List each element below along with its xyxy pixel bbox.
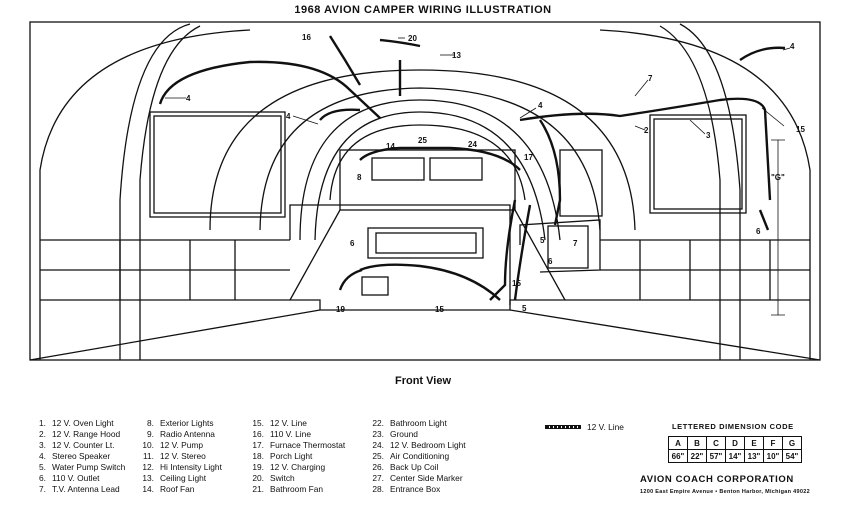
legend-item: 28.Entrance Box bbox=[372, 484, 441, 494]
legend-column-2: 8.Exterior Lights 9.Radio Antenna 10.12 … bbox=[140, 418, 222, 495]
legend-item: 16.110 V. Line bbox=[252, 429, 311, 439]
callout-20: 20 bbox=[408, 34, 417, 43]
callout-4-mid-left: 4 bbox=[286, 112, 291, 121]
callout-17: 17 bbox=[524, 153, 533, 162]
legend-column-3: 15.12 V. Line 16.110 V. Line 17.Furnace … bbox=[250, 418, 345, 495]
callout-2: 2 bbox=[644, 126, 649, 135]
legend-item: 10.12 V. Pump bbox=[142, 440, 203, 450]
line-key-label: 12 V. Line bbox=[587, 422, 624, 432]
callout-15-mid: 15 bbox=[512, 279, 521, 288]
dimension-value: 13" bbox=[744, 449, 764, 463]
leader-lines bbox=[165, 37, 791, 135]
legend-item: 8.Exterior Lights bbox=[147, 418, 214, 428]
dimension-letter: F bbox=[763, 436, 783, 450]
legend-item: 27.Center Side Marker bbox=[372, 473, 463, 483]
legend-item: 15.12 V. Line bbox=[252, 418, 307, 428]
legend-item: 21.Bathroom Fan bbox=[252, 484, 324, 494]
dimension-value: 10" bbox=[763, 449, 783, 463]
dimension-value: 57" bbox=[706, 449, 726, 463]
dimension-value: 22" bbox=[687, 449, 707, 463]
legend-item: 9.Radio Antenna bbox=[147, 429, 215, 439]
legend-item: 17.Furnace Thermostat bbox=[252, 440, 346, 450]
dimension-value: 14" bbox=[725, 449, 745, 463]
legend-item: 6.110 V. Outlet bbox=[39, 473, 100, 483]
dimension-letter: G bbox=[782, 436, 802, 450]
callout-6-left: 6 bbox=[350, 239, 355, 248]
legend-column-1: 1.12 V. Oven Light 2.12 V. Range Hood 3.… bbox=[32, 418, 125, 495]
dimension-letter: D bbox=[725, 436, 745, 450]
dimension-g-line bbox=[771, 139, 785, 316]
legend-item: 24.12 V. Bedroom Light bbox=[372, 440, 466, 450]
callout-13: 13 bbox=[452, 51, 461, 60]
callout-5-upper: 5 bbox=[540, 236, 545, 245]
callout-15-floor: 15 bbox=[435, 305, 444, 314]
legend-item: 26.Back Up Coil bbox=[372, 462, 439, 472]
dimension-letter: C bbox=[706, 436, 726, 450]
legend-item: 11.12 V. Stereo bbox=[142, 451, 206, 461]
callout-4-left: 4 bbox=[186, 94, 191, 103]
legend-item: 13.Ceiling Light bbox=[142, 473, 207, 483]
callout-14: 14 bbox=[386, 142, 395, 151]
line-key-swatch bbox=[545, 425, 581, 429]
callout-7-bottom: 7 bbox=[573, 239, 578, 248]
company-address: 1200 East Empire Avenue • Benton Harbor,… bbox=[640, 489, 810, 495]
dimension-g-label: "G" bbox=[771, 173, 785, 182]
dimension-letter: E bbox=[744, 436, 764, 450]
legend-item: 12.Hi Intensity Light bbox=[142, 462, 222, 472]
callout-16: 16 bbox=[302, 33, 311, 42]
legend-item: 2.12 V. Range Hood bbox=[39, 429, 121, 439]
callout-24: 24 bbox=[468, 140, 477, 149]
legend-column-4: 22.Bathroom Light 23.Ground 24.12 V. Bed… bbox=[370, 418, 466, 495]
legend-item: 19.12 V. Charging bbox=[252, 462, 326, 472]
legend-item: 5.Water Pump Switch bbox=[39, 462, 126, 472]
legend-item: 7.T.V. Antenna Lead bbox=[39, 484, 120, 494]
dimension-letter: B bbox=[687, 436, 707, 450]
legend-item: 3.12 V. Counter Lt. bbox=[39, 440, 115, 450]
view-label: Front View bbox=[394, 375, 452, 387]
legend-item: 25.Air Conditioning bbox=[372, 451, 450, 461]
company-name: AVION COACH CORPORATION bbox=[640, 474, 794, 485]
dimension-values-row: 66" 22" 57" 14" 13" 10" 54" bbox=[668, 449, 802, 463]
callout-15-right: 15 bbox=[796, 125, 805, 134]
legend-item: 1.12 V. Oven Light bbox=[39, 418, 114, 428]
dimension-code-table: A B C D E F G 66" 22" 57" 14" 13" 10" 54… bbox=[668, 436, 802, 463]
callout-6-right: 6 bbox=[756, 227, 761, 236]
callout-25: 25 bbox=[418, 136, 427, 145]
camper-interior-drawing: 16 20 13 4 4 4 4 7 7 15 15 15 2 3 14 25 … bbox=[29, 21, 821, 361]
dimension-code-title: LETTERED DIMENSION CODE bbox=[672, 422, 794, 431]
legend-item: 20.Switch bbox=[252, 473, 295, 483]
legend-item: 4.Stereo Speaker bbox=[39, 451, 111, 461]
camper-structure bbox=[29, 21, 821, 361]
callout-3: 3 bbox=[706, 131, 711, 140]
legend-item: 22.Bathroom Light bbox=[372, 418, 447, 428]
callout-8: 8 bbox=[357, 173, 362, 182]
callout-4-mid-right: 4 bbox=[538, 101, 543, 110]
dimension-letters-row: A B C D E F G bbox=[668, 436, 802, 450]
legend-item: 18.Porch Light bbox=[252, 451, 313, 461]
dimension-letter: A bbox=[668, 436, 688, 450]
callout-19: 19 bbox=[336, 305, 345, 314]
callout-7-top: 7 bbox=[648, 74, 653, 83]
callout-5-lower: 5 bbox=[522, 304, 527, 313]
callout-4-right: 4 bbox=[790, 42, 795, 51]
legend-item: 23.Ground bbox=[372, 429, 418, 439]
diagram-title: 1968 AVION CAMPER WIRING ILLUSTRATION bbox=[294, 4, 552, 16]
line-key: 12 V. Line bbox=[545, 422, 624, 432]
dimension-value: 54" bbox=[782, 449, 802, 463]
legend-item: 14.Roof Fan bbox=[142, 484, 195, 494]
callout-6-mid: 6 bbox=[548, 257, 553, 266]
dimension-value: 66" bbox=[668, 449, 688, 463]
callout-labels: 16 20 13 4 4 4 4 7 7 15 15 15 2 3 14 25 … bbox=[186, 33, 805, 314]
wiring-runs bbox=[158, 35, 786, 301]
